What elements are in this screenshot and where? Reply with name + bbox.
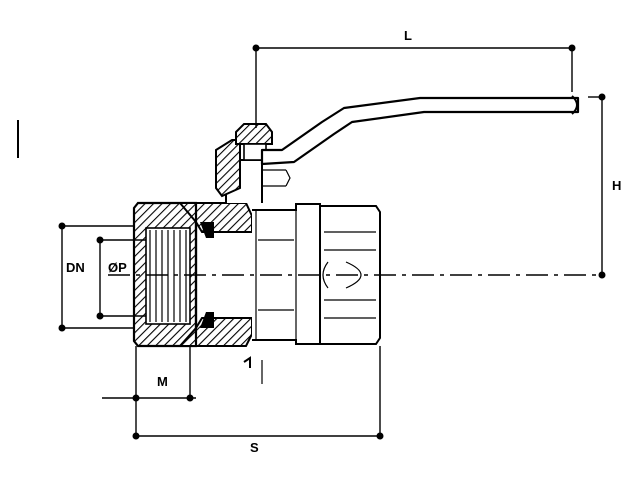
seat-ring-top [200,222,214,238]
lever-cap [571,95,578,115]
dim-label-DN: DN [66,260,85,275]
thread-lines [149,230,187,322]
dimension-S: S [132,346,384,455]
dimension-P: ØP [96,236,146,320]
dim-label-L: L [404,28,412,43]
small-mark [243,356,251,368]
dim-label-M: M [157,374,168,389]
seat-ring-bottom [200,312,214,328]
dimension-L: L [252,28,576,128]
stem-nut [235,123,273,145]
stem-assembly [215,123,291,203]
dim-label-S: S [250,440,259,455]
dimension-H: H [588,93,621,279]
dim-label-H: H [612,178,621,193]
stem-packing [215,139,241,198]
body-outline [252,203,321,345]
dim-label-P: ØP [108,260,127,275]
dimension-DN: DN [58,222,134,332]
lever-handle [260,96,580,166]
dimension-M: M [102,346,196,438]
